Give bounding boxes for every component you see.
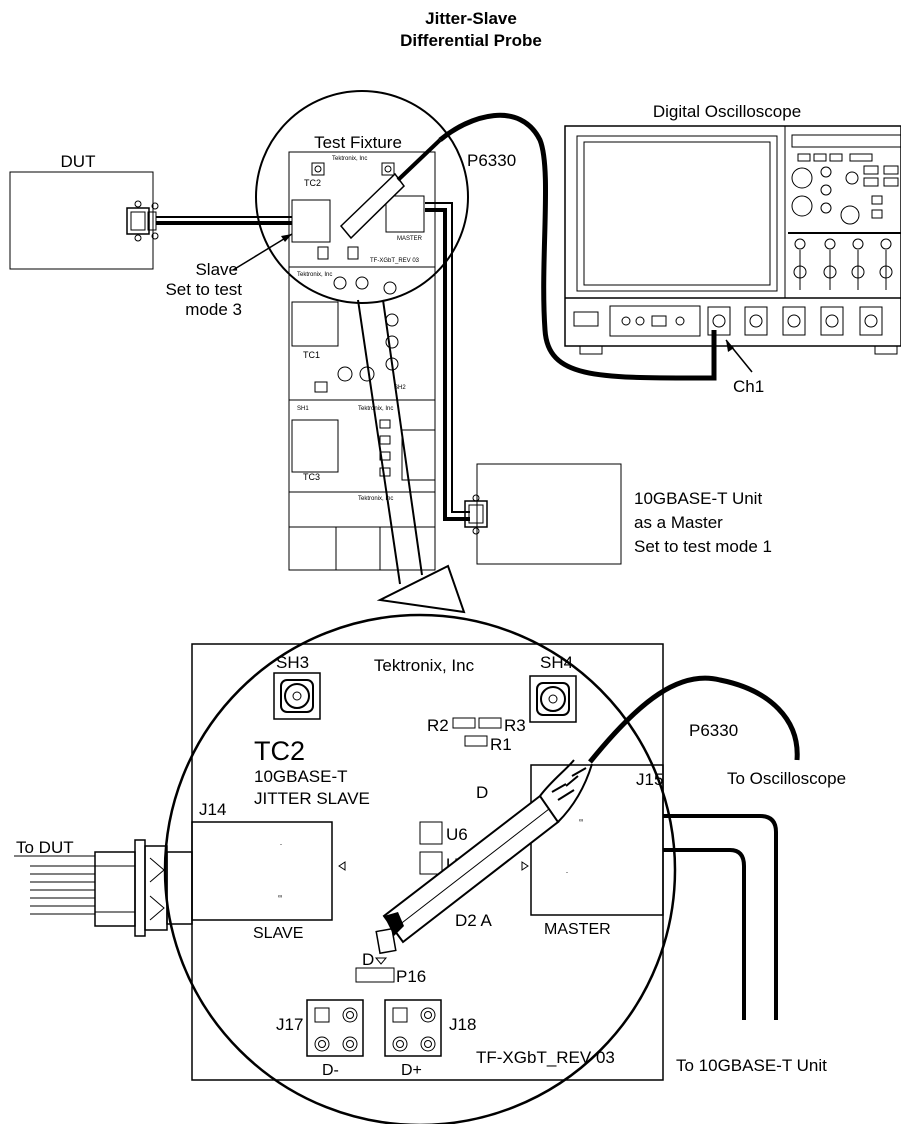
fixture-small-master: MASTER [397, 236, 423, 242]
detail-tc2-line-2: JITTER SLAVE [254, 789, 370, 808]
master-cable [425, 202, 470, 513]
probe-cable-detail [588, 675, 800, 764]
test-fixture-small: Tektronix, Inc TC2 MASTER TF-XGbT_REV 03… [255, 90, 469, 571]
oscilloscope-label: Digital Oscilloscope [653, 102, 801, 121]
detail-u6: U6 [446, 825, 468, 844]
probe-detail [375, 759, 593, 955]
sh4-connector [529, 675, 577, 723]
detail-board: Tektronix, Inc SH3 SH4 R2 R3 R1 TC2 10GB… [191, 643, 664, 1081]
fixture-small-brand-4: Tektronix, Inc [358, 496, 393, 502]
detail-sh3: SH3 [276, 653, 309, 672]
detail-j18: J18 [449, 1015, 476, 1034]
slave-note-line-2: Set to test [165, 280, 242, 299]
oscilloscope: Digital Oscilloscope [564, 102, 901, 355]
fixture-small-tc3: TC3 [303, 472, 320, 482]
detail-p16: P16 [396, 967, 426, 986]
slave-annotation: Slave Set to test mode 3 [165, 233, 293, 319]
to-dut-label: To DUT [16, 838, 74, 857]
detail-d-minus: D- [322, 1062, 339, 1079]
probe-small [339, 138, 442, 240]
detail-brand: Tektronix, Inc [374, 656, 475, 675]
test-fixture-label: Test Fixture [314, 133, 402, 152]
fixture-small-tc2: TC2 [304, 178, 321, 188]
detail-j14: J14 [199, 800, 226, 819]
detail-slave: SLAVE [253, 925, 303, 942]
title-line-1: Jitter-Slave [425, 9, 517, 28]
title-line-2: Differential Probe [400, 31, 542, 50]
j18-jack [384, 999, 442, 1057]
fixture-small-sh2: SH2 [394, 385, 406, 391]
detail-rev: TF-XGbT_REV 03 [476, 1048, 615, 1067]
fixture-small-brand-2: Tektronix, Inc [297, 272, 332, 278]
to-oscilloscope-label: To Oscilloscope [727, 769, 846, 788]
dut-box: DUT [9, 152, 292, 270]
zoom-arrow [357, 299, 466, 614]
probe-cable [438, 112, 717, 381]
dut-label: DUT [61, 152, 96, 171]
detail-d2a: D2 A [455, 911, 493, 930]
sh3-connector [273, 672, 321, 720]
master-unit-line-3: Set to test mode 1 [634, 537, 772, 556]
detail-j17: J17 [276, 1015, 303, 1034]
master-unit: 10GBASE-T Unit as a Master Set to test m… [464, 463, 772, 565]
detail-probe-label: P6330 [689, 721, 738, 740]
detail-d-plus: D+ [401, 1062, 422, 1079]
unit-cable-outer [663, 814, 778, 1020]
master-unit-line-2: as a Master [634, 513, 723, 532]
j15-pin-mark: - [566, 870, 568, 876]
magnifier-circle [255, 90, 469, 304]
detail-d-marker: D [362, 950, 374, 969]
fixture-small-brand: Tektronix, Inc [332, 156, 367, 162]
unit-cable-inner [663, 848, 746, 1020]
fixture-small-brand-3: Tektronix, Inc [358, 406, 393, 412]
j15-mark: ∞ [579, 818, 583, 824]
detail-r1: R1 [490, 735, 512, 754]
detail-tc2-line-1: 10GBASE-T [254, 767, 348, 786]
to-unit-label: To 10GBASE-T Unit [676, 1056, 827, 1075]
fixture-small-rev: TF-XGbT_REV 03 [370, 258, 420, 264]
detail-sh4: SH4 [540, 653, 573, 672]
detail-magnifier-circle [163, 613, 677, 1124]
fixture-small-tc1: TC1 [303, 350, 320, 360]
slave-note-line-3: mode 3 [185, 300, 242, 319]
detail-tc2: TC2 [254, 736, 305, 766]
master-unit-line-1: 10GBASE-T Unit [634, 489, 762, 508]
ch1-label: Ch1 [733, 377, 764, 396]
fixture-small-sh1: SH1 [297, 406, 309, 412]
detail-r3: R3 [504, 716, 526, 735]
to-dut-cable: To DUT [14, 838, 193, 937]
probe-label-top: P6330 [467, 151, 516, 170]
j17-jack [306, 999, 364, 1057]
detail-master: MASTER [544, 921, 611, 938]
j14-pin-mark: - [280, 842, 282, 848]
detail-d-label: D [476, 783, 488, 802]
detail-r2: R2 [427, 716, 449, 735]
slave-note-line-1: Slave [195, 260, 238, 279]
j14-mark: ∞ [278, 894, 282, 900]
